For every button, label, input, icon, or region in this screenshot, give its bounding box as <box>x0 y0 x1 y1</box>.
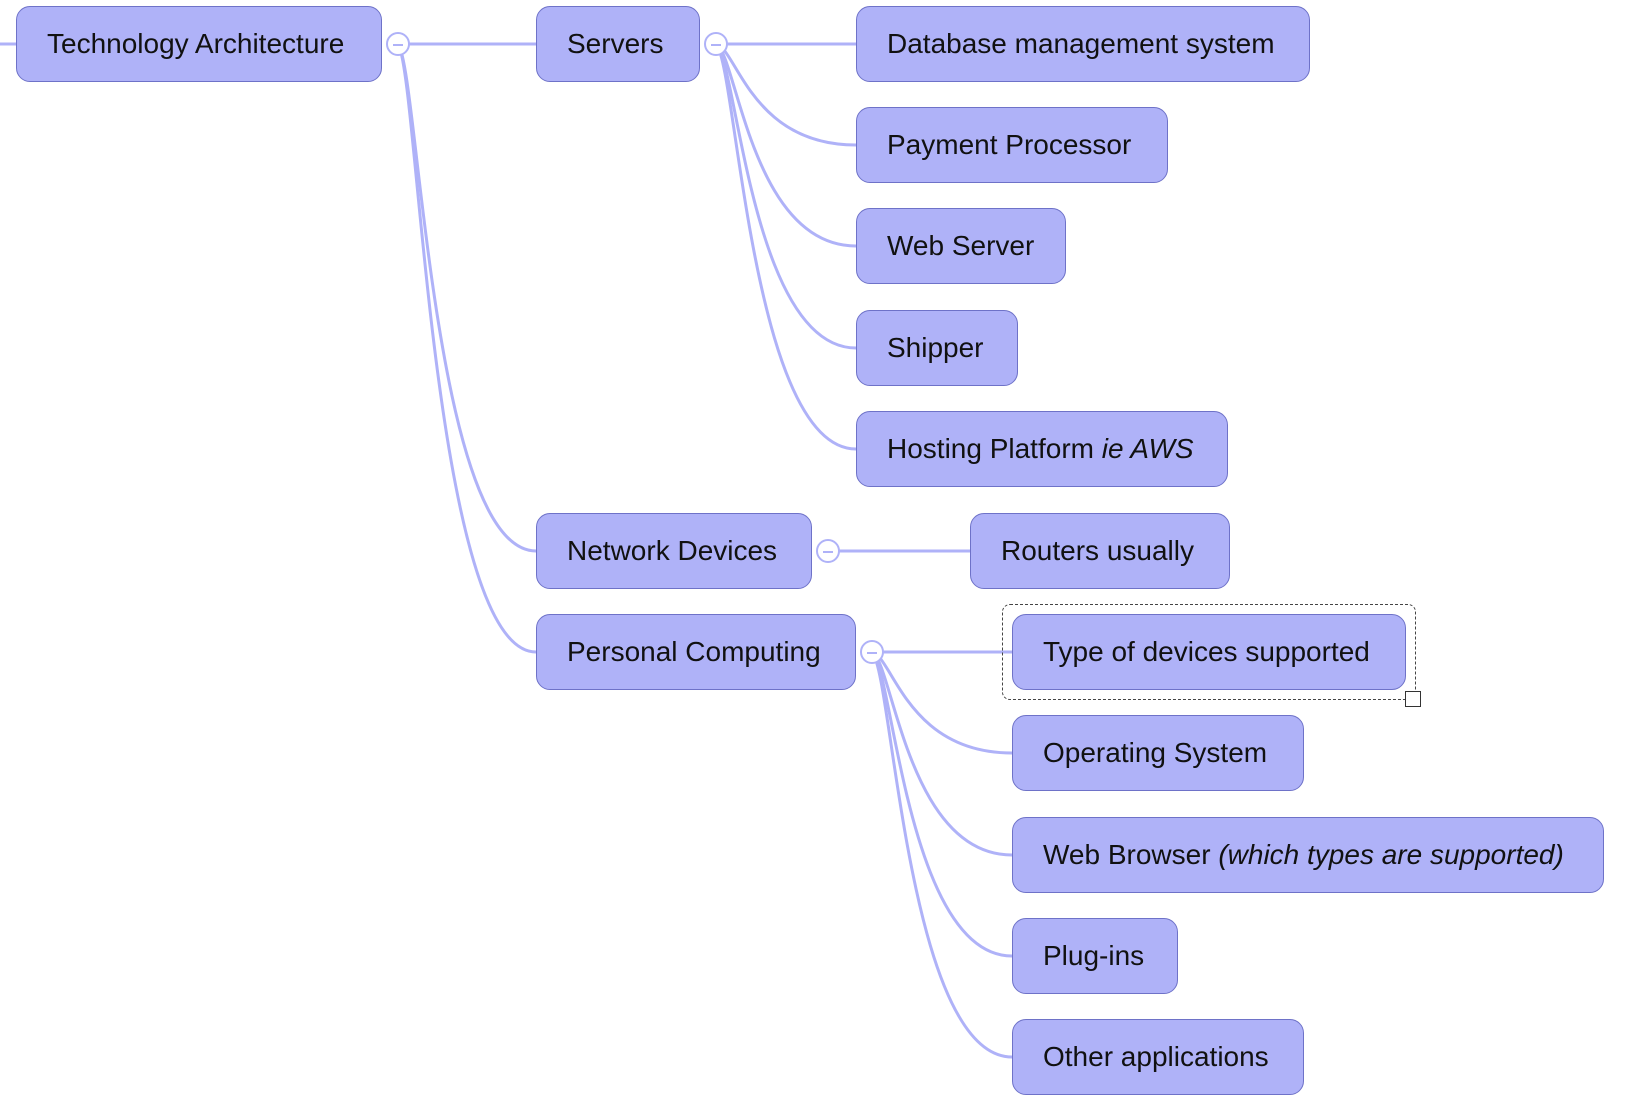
leaf-label: Web Browser <box>1043 839 1211 870</box>
leaf-node-shipper[interactable]: Shipper <box>856 310 1018 386</box>
leaf-node-plugins[interactable]: Plug-ins <box>1012 918 1178 994</box>
leaf-label: Web Server <box>887 230 1035 261</box>
leaf-node-hosting[interactable]: Hosting Platform ie AWS <box>856 411 1228 487</box>
connector-servers-leaf-2 <box>714 42 858 248</box>
root-node[interactable]: Technology Architecture <box>16 6 382 82</box>
leaf-label: Type of devices supported <box>1043 636 1370 667</box>
branch-node-network[interactable]: Network Devices <box>536 513 812 589</box>
leaf-node-web-browser[interactable]: Web Browser (which types are supported) <box>1012 817 1604 893</box>
leaf-node-payment[interactable]: Payment Processor <box>856 107 1168 183</box>
root-collapse-icon[interactable] <box>386 32 410 56</box>
connector-root-personal <box>396 42 538 654</box>
branch-label: Personal Computing <box>567 636 821 667</box>
resize-handle[interactable] <box>1405 691 1421 707</box>
leaf-node-web-server[interactable]: Web Server <box>856 208 1066 284</box>
leaf-label: Payment Processor <box>887 129 1132 160</box>
connector-root-network <box>396 42 538 553</box>
root-node-label: Technology Architecture <box>47 28 345 59</box>
leaf-node-operating-system[interactable]: Operating System <box>1012 715 1304 791</box>
connector-personal-leaf-3 <box>870 650 1014 958</box>
branch-label: Network Devices <box>567 535 778 566</box>
branch-node-servers[interactable]: Servers <box>536 6 700 82</box>
connector-personal-leaf-4 <box>870 650 1014 1059</box>
personal-computing-collapse-icon[interactable] <box>860 640 884 664</box>
leaf-label-italic: ie AWS <box>1101 433 1194 464</box>
servers-collapse-icon[interactable] <box>704 32 728 56</box>
network-collapse-icon[interactable] <box>816 539 840 563</box>
leaf-label: Database management system <box>887 28 1275 59</box>
leaf-label: Plug-ins <box>1043 940 1145 971</box>
connector-servers-leaf-4 <box>714 42 858 451</box>
branch-label: Servers <box>567 28 664 59</box>
leaf-node-routers[interactable]: Routers usually <box>970 513 1230 589</box>
leaf-label: Other applications <box>1043 1041 1269 1072</box>
connector-personal-leaf-2 <box>870 650 1014 857</box>
leaf-label: Shipper <box>887 332 984 363</box>
branch-node-personal-computing[interactable]: Personal Computing <box>536 614 856 690</box>
leaf-label: Routers usually <box>1001 535 1194 566</box>
connector-servers-leaf-3 <box>714 42 858 350</box>
leaf-label: Hosting Platform <box>887 433 1094 464</box>
leaf-node-database[interactable]: Database management system <box>856 6 1310 82</box>
leaf-label: Operating System <box>1043 737 1268 768</box>
leaf-node-device-types[interactable]: Type of devices supported <box>1012 614 1406 690</box>
leaf-label-italic: (which types are supported) <box>1218 839 1564 870</box>
leaf-node-other-apps[interactable]: Other applications <box>1012 1019 1304 1095</box>
